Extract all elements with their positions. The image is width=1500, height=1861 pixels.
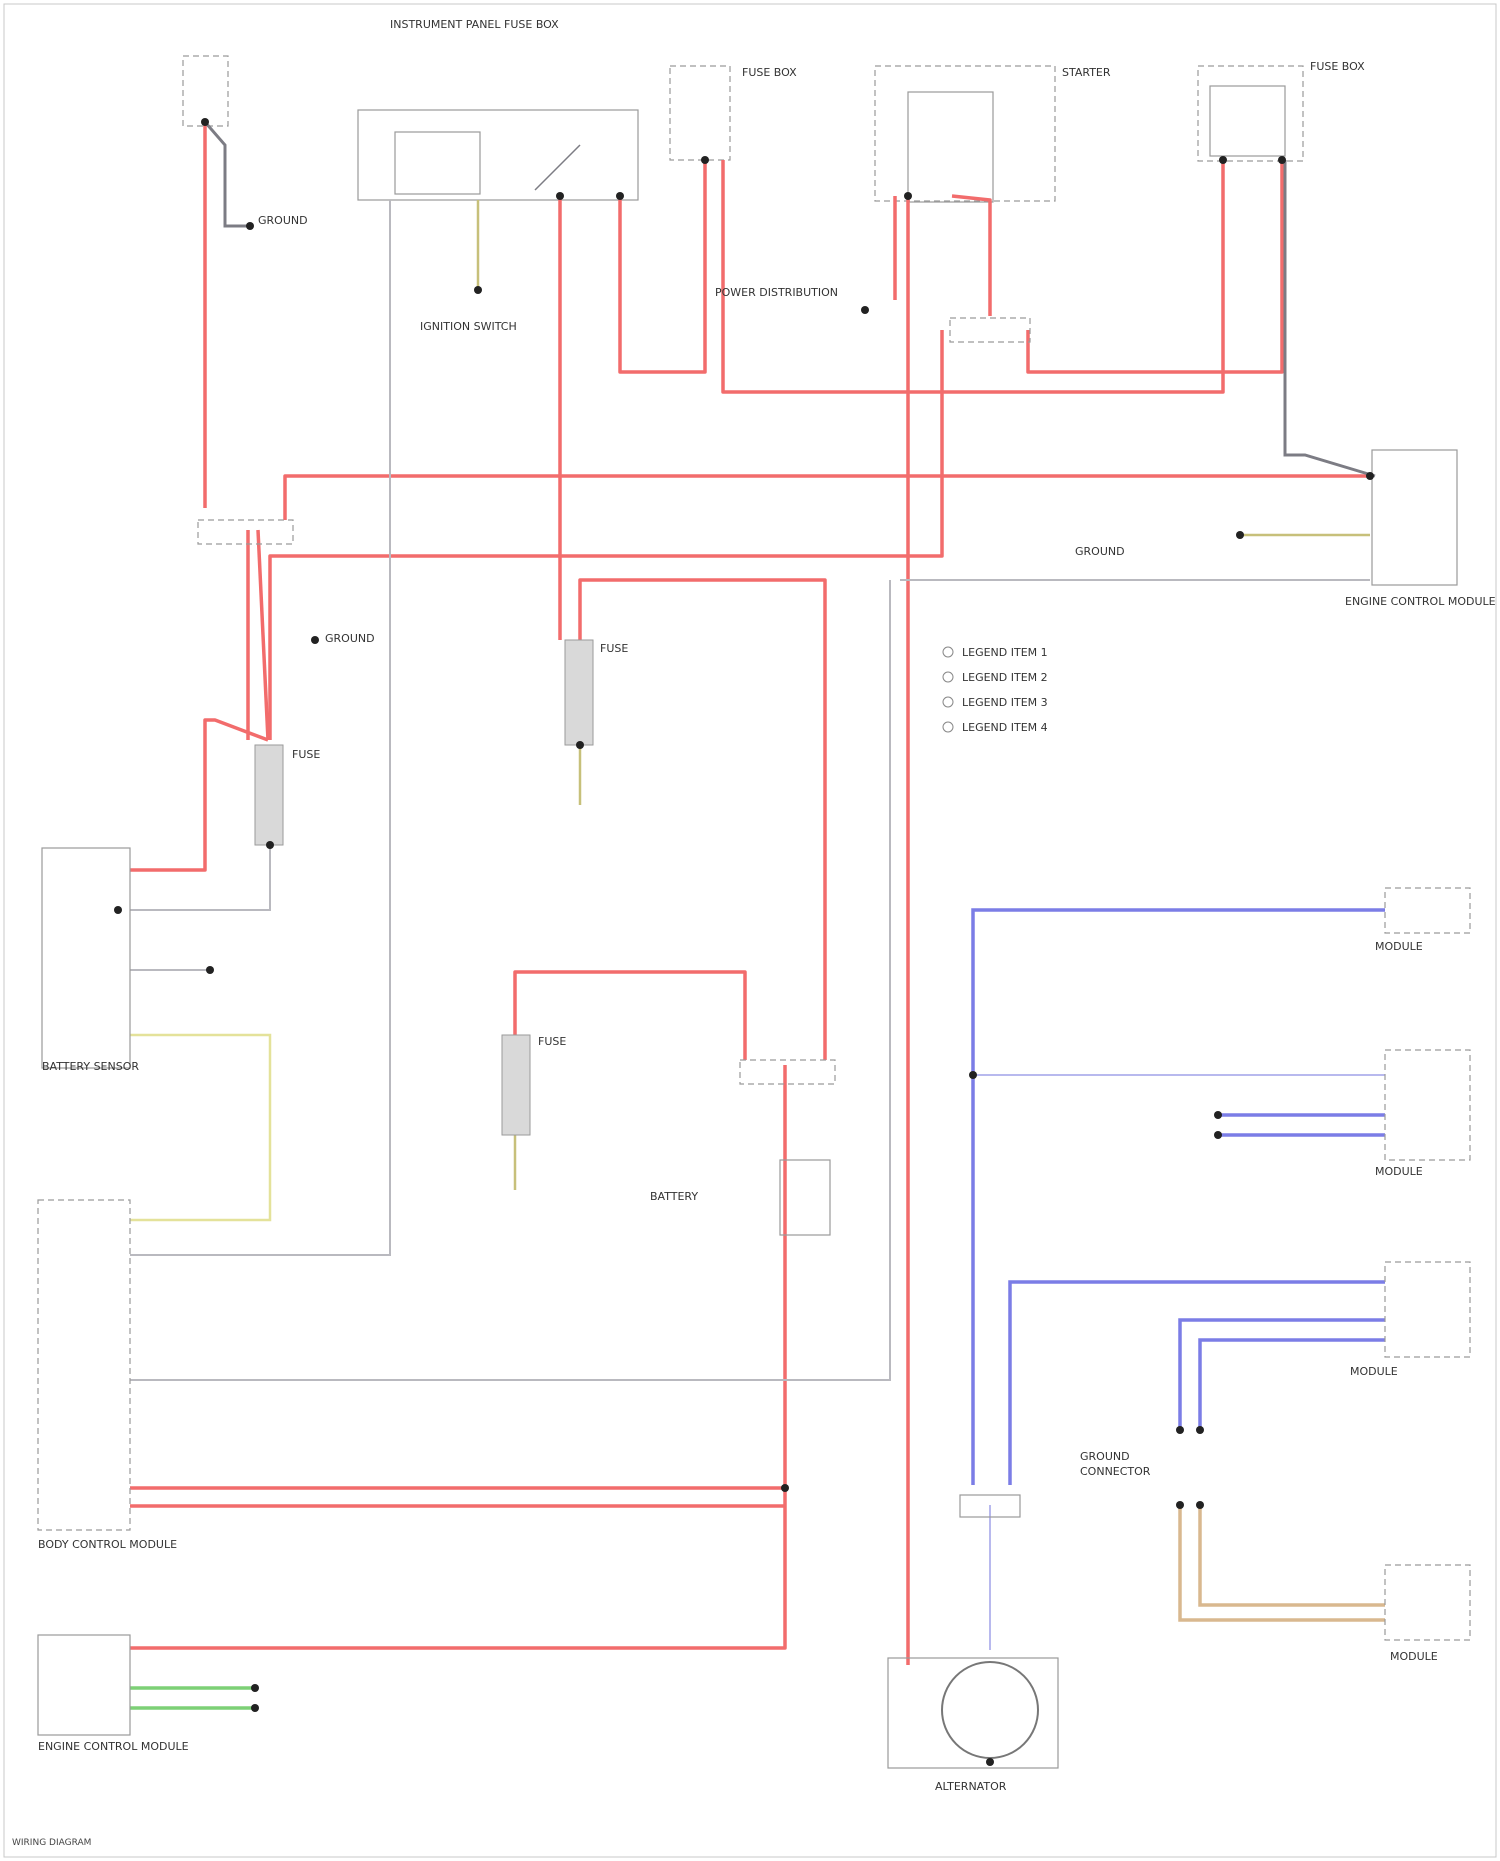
fuse-left bbox=[255, 745, 283, 845]
alternator-box bbox=[888, 1658, 1058, 1768]
ground-center-label: GROUND bbox=[1075, 545, 1125, 558]
engine-control-left-label: ENGINE CONTROL MODULE bbox=[38, 1740, 189, 1753]
legend-item-3: LEGEND ITEM 3 bbox=[962, 696, 1048, 709]
top-center-box-label: FUSE BOX bbox=[742, 66, 797, 79]
right-module-2-box bbox=[1385, 1050, 1470, 1160]
battery-box-label: BATTERY bbox=[650, 1190, 698, 1203]
relay-small bbox=[780, 1160, 830, 1235]
power-distribution-label: POWER DISTRIBUTION bbox=[715, 286, 838, 299]
legend: LEGEND ITEM 1 LEGEND ITEM 2 LEGEND ITEM … bbox=[943, 646, 1048, 734]
main-fuse-box bbox=[358, 110, 638, 200]
footer-label: WIRING DIAGRAM bbox=[12, 1838, 91, 1848]
fuse-lower-label: FUSE bbox=[538, 1035, 566, 1048]
top-right-inner bbox=[1210, 86, 1285, 156]
right-module-2-label: MODULE bbox=[1375, 1165, 1423, 1178]
red-power-wires bbox=[130, 122, 1370, 1665]
alternator-label: ALTERNATOR bbox=[935, 1780, 1007, 1793]
fuse-lower bbox=[502, 1035, 530, 1135]
alternator-symbol bbox=[942, 1662, 1038, 1758]
right-center-module-label: ENGINE CONTROL MODULE bbox=[1345, 595, 1496, 608]
starter-inner bbox=[908, 92, 993, 202]
yellow-wires bbox=[130, 200, 1370, 1220]
right-module-1-box bbox=[1385, 888, 1470, 933]
tan-wires bbox=[1180, 1505, 1385, 1620]
left-ground-junction-label: GROUND bbox=[325, 632, 375, 645]
top-right-box-label: FUSE BOX bbox=[1310, 60, 1365, 73]
legend-item-1: LEGEND ITEM 1 bbox=[962, 646, 1048, 659]
ignition-label: IGNITION SWITCH bbox=[420, 320, 517, 333]
right-module-3-label: MODULE bbox=[1350, 1365, 1398, 1378]
body-control-box bbox=[38, 1200, 130, 1530]
battery-sensor-box bbox=[42, 848, 130, 1068]
top-starter-label: STARTER bbox=[1062, 66, 1111, 79]
fuse-center bbox=[565, 640, 593, 745]
engine-control-left-box bbox=[38, 1635, 130, 1735]
legend-item-2: LEGEND ITEM 2 bbox=[962, 671, 1048, 684]
connection-dots bbox=[114, 118, 1374, 1766]
right-module-1-label: MODULE bbox=[1375, 940, 1423, 953]
main-fuse-box-inner bbox=[395, 132, 480, 194]
right-center-module-box bbox=[1372, 450, 1457, 585]
top-right-component bbox=[1198, 66, 1303, 161]
starter-component bbox=[875, 66, 1055, 201]
battery-sensor-label: BATTERY SENSOR bbox=[42, 1060, 139, 1073]
legend-item-4: LEGEND ITEM 4 bbox=[962, 721, 1048, 734]
body-control-label: BODY CONTROL MODULE bbox=[38, 1538, 177, 1551]
left-junction bbox=[198, 520, 293, 544]
center-junction bbox=[950, 318, 1030, 342]
connector-right-label: CONNECTOR bbox=[1080, 1465, 1151, 1478]
fuse-left-label: FUSE bbox=[292, 748, 320, 761]
top-center-component bbox=[670, 66, 730, 160]
fuse-center-label: FUSE bbox=[600, 642, 628, 655]
right-module-4-label: MODULE bbox=[1390, 1650, 1438, 1663]
right-module-4-box bbox=[1385, 1565, 1470, 1640]
green-wires bbox=[130, 1688, 255, 1708]
top-left-ground-label: GROUND bbox=[258, 214, 308, 227]
right-module-3-box bbox=[1385, 1262, 1470, 1357]
main-relay-box-label: INSTRUMENT PANEL FUSE BOX bbox=[390, 18, 559, 31]
relay-switch-contact bbox=[535, 145, 580, 190]
page-frame bbox=[4, 4, 1496, 1857]
ground-right-label: GROUND bbox=[1080, 1450, 1130, 1463]
lower-junction bbox=[740, 1060, 835, 1084]
top-left-component bbox=[183, 56, 228, 126]
